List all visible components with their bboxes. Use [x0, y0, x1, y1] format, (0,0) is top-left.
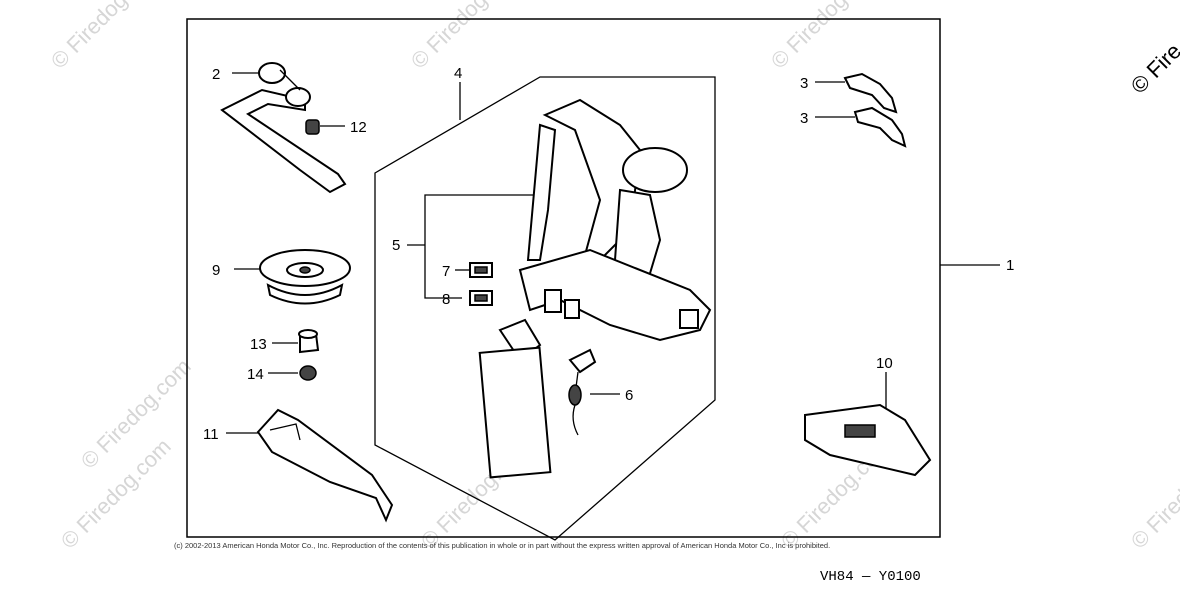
part-handle-bracket [220, 62, 347, 194]
callout-8: 8 [442, 291, 450, 308]
callout-6: 6 [625, 387, 633, 404]
part-hook [568, 348, 597, 436]
watermark: © Firedog.com [56, 434, 176, 554]
watermark: © Firedog.com [1126, 434, 1180, 554]
watermark: © Firedog.com [406, 0, 526, 74]
copyright-notice: (c) 2002-2013 American Honda Motor Co., … [174, 541, 830, 550]
callout-7: 7 [442, 263, 450, 280]
part-bolt [305, 119, 320, 135]
part-cup [259, 249, 351, 305]
harness-group-frame [374, 76, 716, 541]
callout-11: 11 [203, 426, 219, 443]
callout-2: 2 [212, 66, 220, 83]
callout-10: 10 [876, 355, 893, 372]
part-guard-bracket [256, 408, 394, 523]
diagram-code: VH84 — Y0100 [820, 569, 921, 585]
watermark: © Firedog.com [46, 0, 166, 74]
callouts: 1 2 3 3 4 5 6 7 8 9 10 11 12 13 14 [203, 65, 1014, 443]
corner-watermark: © Fire [1126, 38, 1180, 98]
callout-1: 1 [1006, 257, 1014, 274]
part-cover [804, 403, 932, 477]
callout-5: 5 [392, 237, 400, 254]
callout-13: 13 [250, 336, 267, 353]
watermark: © Firedog.com [766, 0, 886, 74]
callout-14: 14 [247, 366, 264, 383]
part-small-nut [299, 365, 317, 381]
outer-frame [186, 18, 941, 538]
callout-3: 3 [800, 75, 808, 92]
part-harness [478, 98, 712, 479]
part-nut [298, 329, 320, 354]
callout-4: 4 [454, 65, 462, 82]
callout-12: 12 [350, 119, 367, 136]
part-clamps [843, 72, 907, 148]
part-labels [469, 262, 493, 306]
callout-3: 3 [800, 110, 808, 127]
callout-9: 9 [212, 262, 220, 279]
